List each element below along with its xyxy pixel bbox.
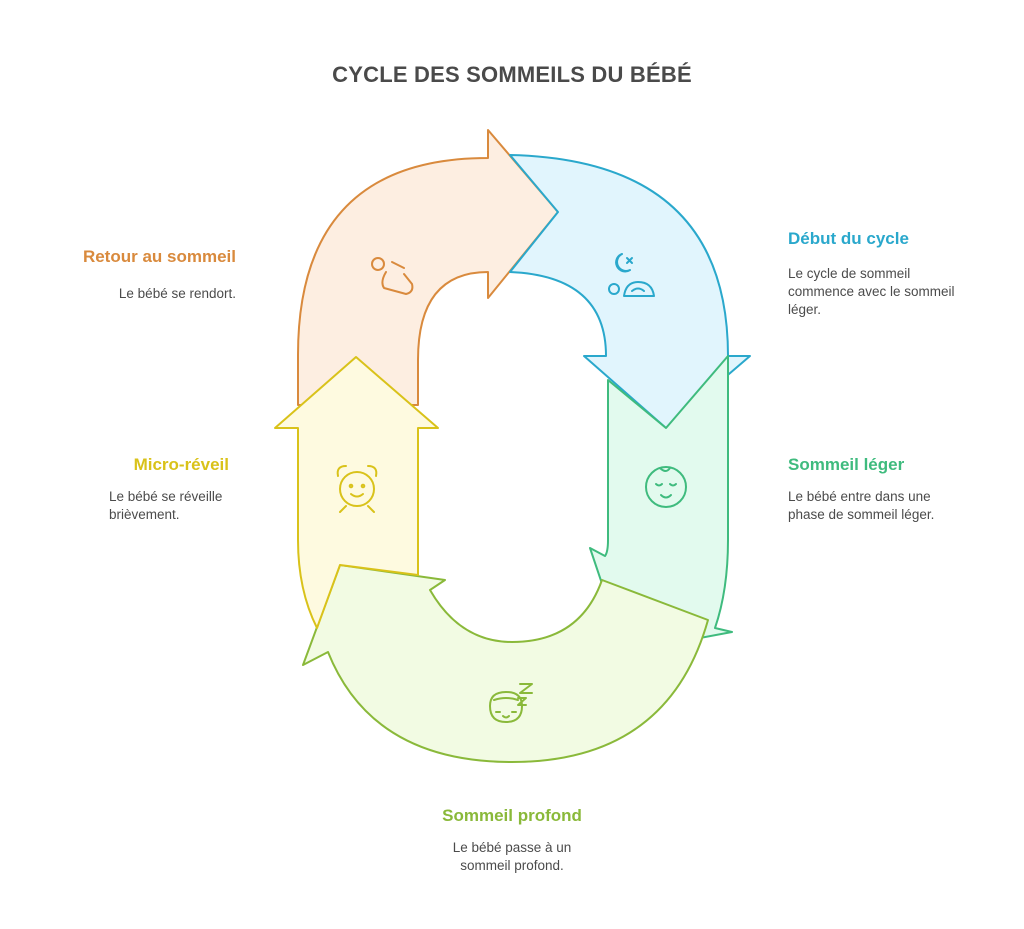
arrow-sommeil-profond (302, 564, 709, 763)
stage-desc-debut-du-cycle: Le cycle de sommeil commence avec le som… (788, 265, 988, 319)
desc-line: léger. (788, 302, 822, 317)
arrow-retour-au-sommeil (297, 129, 559, 406)
diagram-title: CYCLE DES SOMMEILS DU BÉBÉ (332, 62, 692, 87)
desc-line: brièvement. (109, 507, 180, 522)
desc-line: sommeil profond. (460, 858, 564, 873)
resting-baby-icon (371, 257, 414, 295)
sleeping-baby-zz-icon (489, 683, 533, 723)
desc-line: Le bébé se rendort. (118, 286, 236, 301)
stage-title-debut-du-cycle: Début du cycle (788, 229, 909, 248)
stage-desc-micro-reveil: Le bébé se réveille brièvement. (109, 488, 249, 524)
stage-title-micro-reveil: Micro-réveil (133, 455, 229, 474)
stage-desc-sommeil-leger: Le bébé entre dans une phase de sommeil … (788, 488, 988, 524)
moon-baby-icon (608, 253, 655, 297)
stage-desc-retour-au-sommeil: Le bébé se rendort. (36, 285, 236, 303)
desc-line: Le bébé passe à un (452, 840, 572, 855)
baby-face-icon (645, 466, 687, 508)
arrow-micro-reveil (274, 356, 439, 629)
stage-title-retour-au-sommeil: Retour au sommeil (82, 247, 236, 266)
desc-line: Le cycle de sommeil (788, 266, 911, 281)
stage-title-sommeil-profond: Sommeil profond (442, 806, 582, 825)
desc-line: phase de sommeil léger. (788, 507, 935, 522)
desc-line: Le bébé se réveille (109, 489, 223, 504)
desc-line: commence avec le sommeil (788, 284, 955, 299)
stage-desc-sommeil-profond: Le bébé passe à un sommeil profond. (412, 839, 612, 875)
desc-line: Le bébé entre dans une (788, 489, 931, 504)
stage-title-sommeil-leger: Sommeil léger (788, 455, 905, 474)
alarm-clock-icon (336, 465, 378, 513)
